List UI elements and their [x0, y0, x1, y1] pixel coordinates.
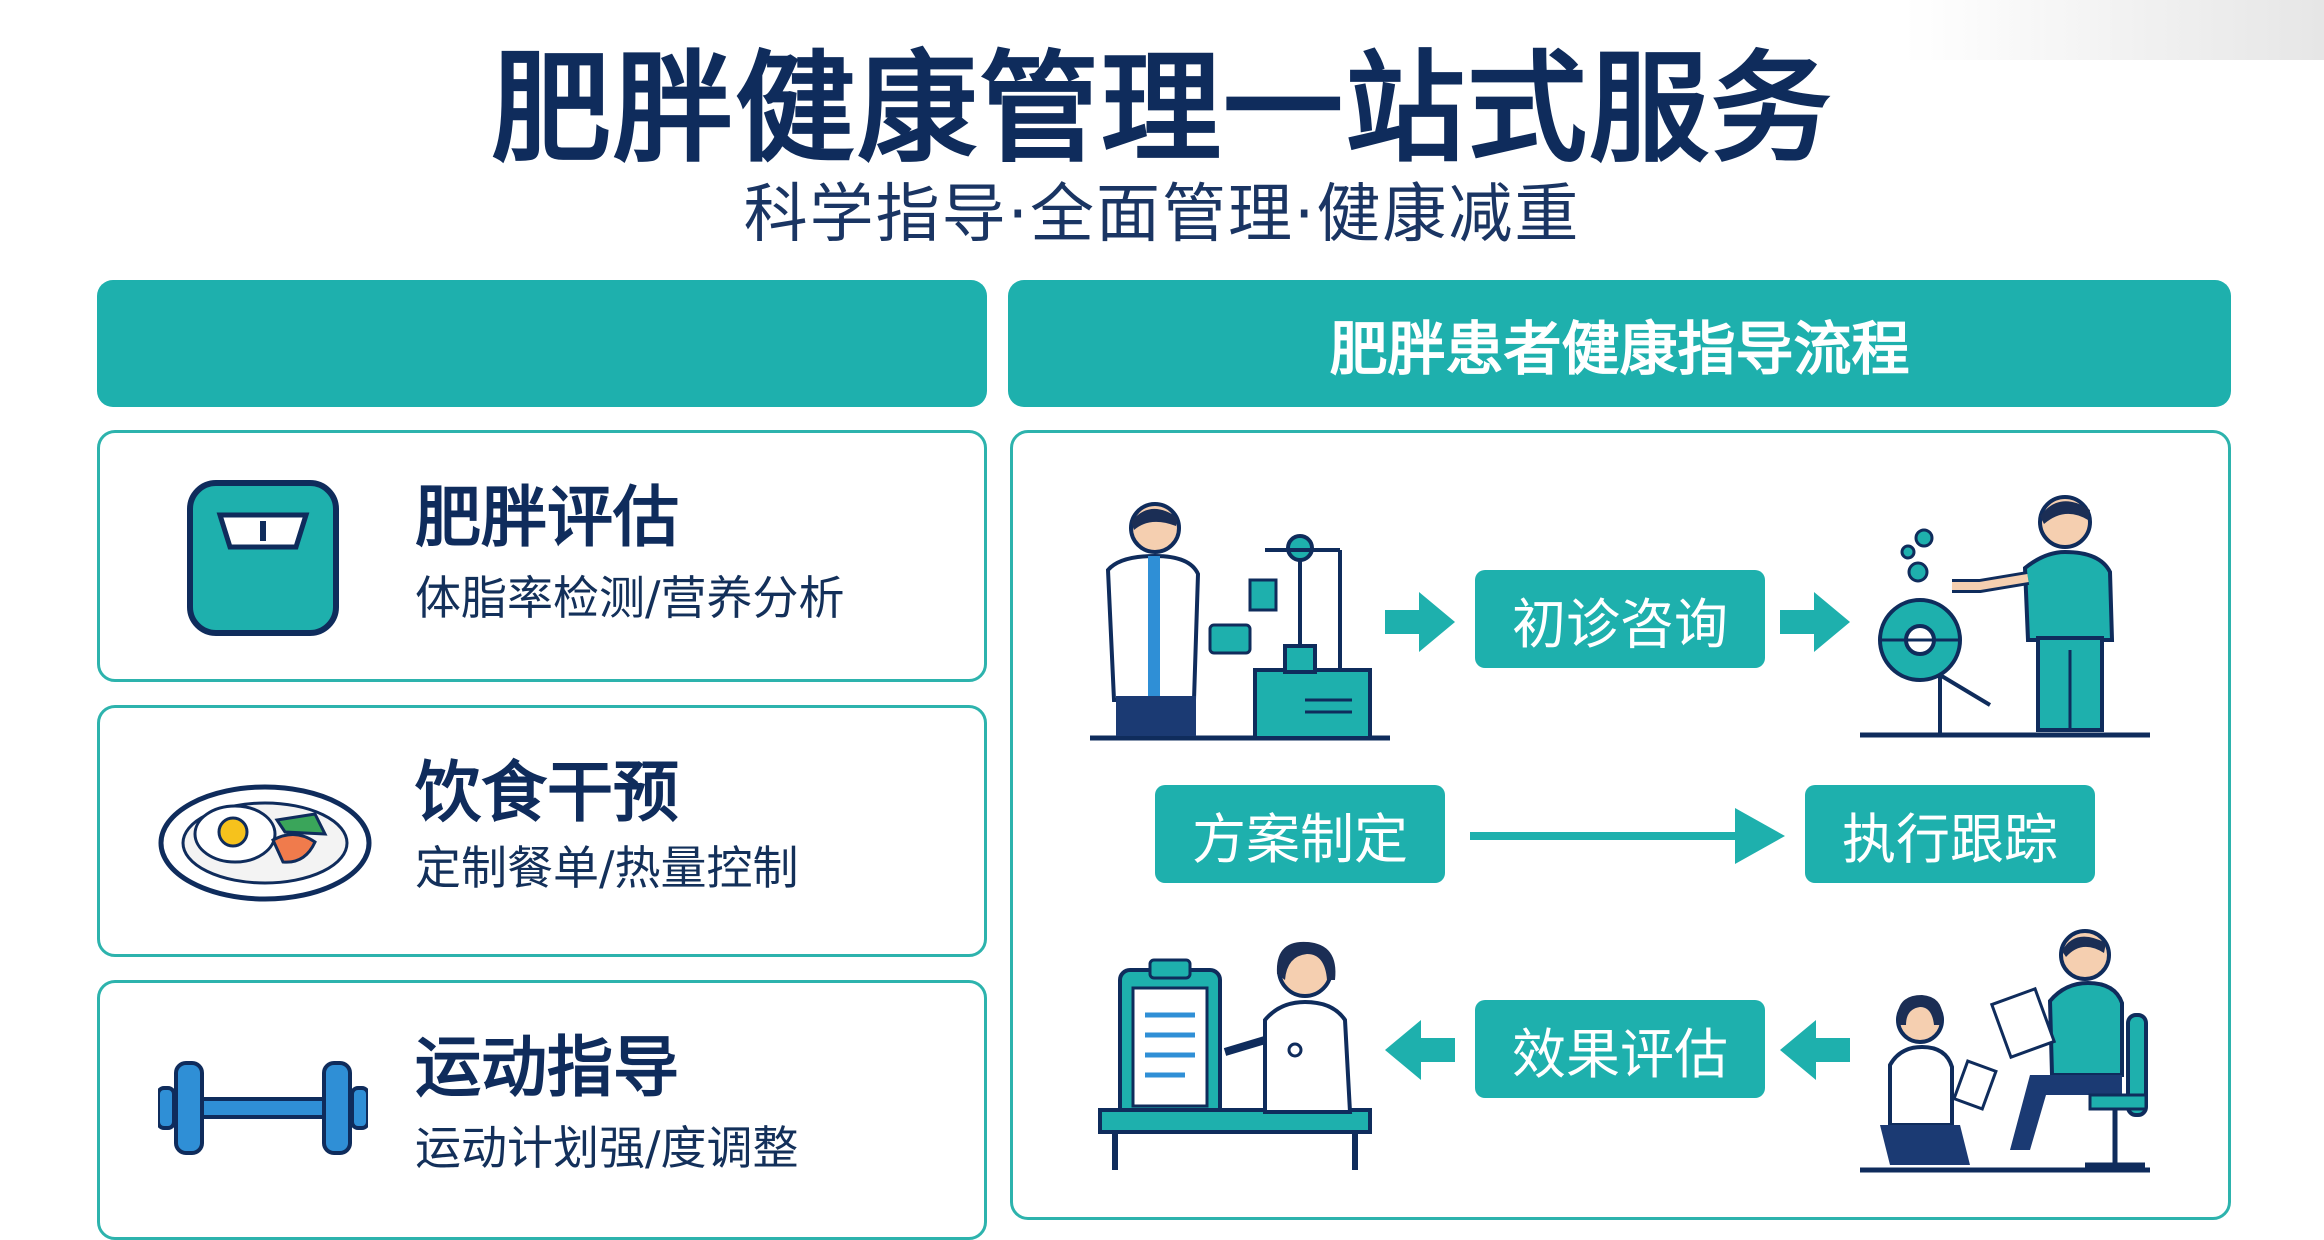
- arrow-left-icon: [1385, 1020, 1455, 1080]
- arrow-right-icon: [1780, 592, 1850, 652]
- service-title: 肥胖评估: [415, 479, 679, 556]
- flow-step-label: 效果评估: [1512, 1022, 1728, 1086]
- flow-step-plan: 方案制定: [1155, 785, 1445, 883]
- consultation-illustration: [1860, 929, 2150, 1173]
- flow-step-label: 执行跟踪: [1842, 807, 2058, 871]
- meal-plate-icon: [158, 784, 372, 902]
- arrow-right-icon: [1385, 592, 1455, 652]
- page-subtitle: 科学指导·全面管理·健康减重: [743, 178, 1581, 252]
- corner-shade: [1904, 0, 2324, 60]
- right-header-label: 肥胖患者健康指导流程: [1329, 314, 1910, 383]
- service-desc: 定制餐单/热量控制: [415, 841, 799, 895]
- flow-step-label: 方案制定: [1192, 807, 1408, 871]
- flow-step-evaluation: 效果评估: [1475, 1000, 1765, 1098]
- page-title: 肥胖健康管理一站式服务: [491, 40, 1833, 179]
- left-header-bar: [97, 280, 987, 407]
- doctor-with-machine-illustration: [1090, 502, 1390, 741]
- arrow-long-right-icon: [1470, 808, 1785, 864]
- service-card-assessment: 肥胖评估 体脂率检测/营养分析: [97, 430, 987, 682]
- arrow-left-icon: [1780, 1020, 1850, 1080]
- service-title: 运动指导: [415, 1029, 679, 1106]
- service-card-diet: 饮食干预 定制餐单/热量控制: [97, 705, 987, 957]
- flow-step-consultation: 初诊咨询: [1475, 570, 1765, 668]
- right-header-bar: 肥胖患者健康指导流程: [1008, 280, 2231, 407]
- patient-exercise-machine-illustration: [1860, 495, 2150, 738]
- dumbbell-icon: [158, 1061, 368, 1155]
- service-card-exercise: 运动指导 运动计划强/度调整: [97, 980, 987, 1240]
- flow-step-label: 初诊咨询: [1512, 592, 1728, 656]
- doctor-with-clipboard-illustration: [1098, 941, 1372, 1170]
- service-title: 饮食干预: [415, 754, 679, 831]
- service-desc: 体脂率检测/营养分析: [415, 571, 845, 625]
- scale-icon: [187, 480, 339, 636]
- flow-step-tracking: 执行跟踪: [1805, 785, 2095, 883]
- service-desc: 运动计划强/度调整: [415, 1121, 799, 1175]
